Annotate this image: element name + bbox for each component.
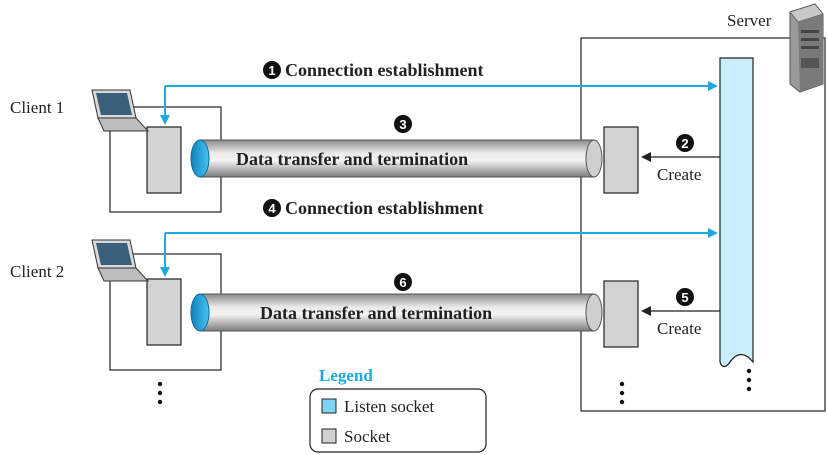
pipe-1-label: Data transfer and termination	[236, 149, 468, 169]
step-1-label: Connection establishment	[285, 60, 484, 80]
svg-text:5: 5	[681, 290, 688, 305]
client-2-laptop-icon	[91, 239, 150, 282]
legend-socket-label: Socket	[344, 427, 391, 446]
server-socket-2	[603, 280, 639, 348]
client-1-laptop-icon	[91, 89, 150, 132]
step-badge-3: 3	[394, 115, 412, 133]
svg-text:4: 4	[268, 201, 276, 216]
data-pipe-1	[190, 139, 603, 178]
step-badge-2: 2	[676, 134, 694, 152]
client-2-label: Client 2	[10, 262, 64, 281]
connection-arrow-1	[160, 81, 718, 125]
server-label: Server	[727, 11, 772, 30]
legend-listen-label: Listen socket	[344, 397, 434, 416]
client-2-socket	[146, 278, 182, 346]
legend-listen-swatch	[321, 398, 337, 414]
svg-text:2: 2	[681, 136, 688, 151]
server-box	[580, 37, 826, 412]
connection-arrow-2	[160, 228, 718, 277]
step-4-label: Connection establishment	[285, 198, 484, 218]
legend-title: Legend	[319, 366, 373, 385]
pipe-2-label: Data transfer and termination	[260, 303, 492, 323]
server-socket-ellipsis	[619, 381, 625, 405]
create-label-2: Create	[657, 319, 701, 338]
step-badge-1: 1	[263, 61, 281, 79]
listen-socket	[719, 57, 754, 368]
step-badge-4: 4	[263, 199, 281, 217]
legend-box	[309, 388, 487, 453]
data-pipe-2	[190, 293, 603, 332]
svg-text:1: 1	[268, 63, 275, 78]
client-ellipsis	[157, 381, 163, 405]
step-badge-5: 5	[676, 288, 694, 306]
svg-text:3: 3	[399, 117, 406, 132]
create-label-1: Create	[657, 165, 701, 184]
svg-text:6: 6	[399, 275, 406, 290]
server-icon	[789, 3, 824, 93]
client-1-socket	[146, 126, 182, 194]
step-badge-6: 6	[394, 273, 412, 291]
server-socket-1	[603, 126, 639, 194]
legend-socket-swatch	[321, 428, 337, 444]
listen-socket-ellipsis	[746, 368, 752, 392]
client-1-label: Client 1	[10, 98, 64, 117]
